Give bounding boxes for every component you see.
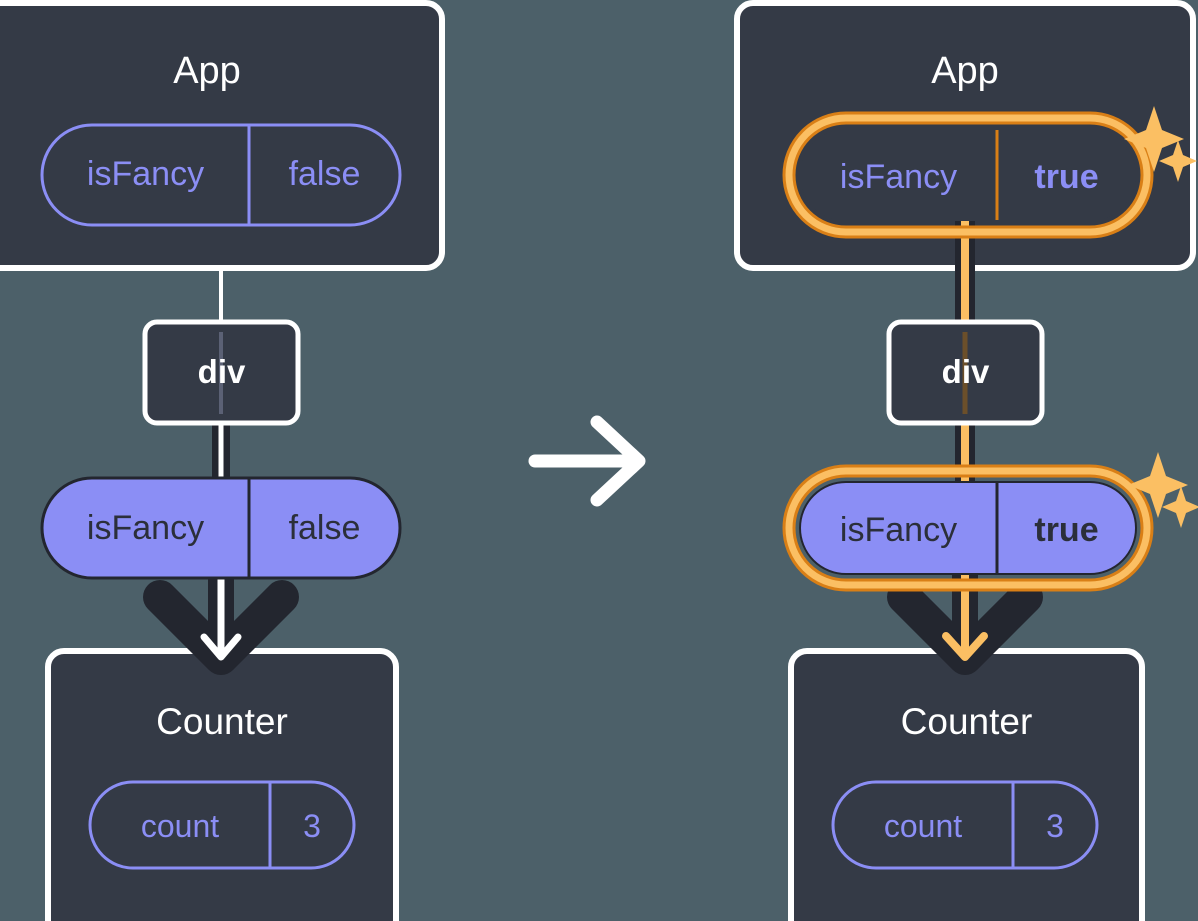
prop-pill-before (40, 476, 402, 580)
app-state-pill-highlight-inner-after (785, 114, 1151, 236)
counter-box-after (788, 648, 1145, 921)
arrow-right-icon (528, 415, 646, 507)
app-state-pill-before (40, 123, 402, 227)
counter-state-pill-after (831, 780, 1099, 870)
app-box-before (0, 0, 445, 271)
sparkle-icon (1124, 106, 1184, 172)
sparkle-icon (1128, 452, 1188, 518)
sparkle-icon (1159, 140, 1197, 182)
prop-pill-after (799, 481, 1137, 575)
app-state-pill-after (800, 129, 1136, 221)
sparkle-icon (1162, 486, 1198, 528)
prop-pill-highlight-inner-after (785, 467, 1151, 589)
counter-state-pill-before (88, 780, 356, 870)
